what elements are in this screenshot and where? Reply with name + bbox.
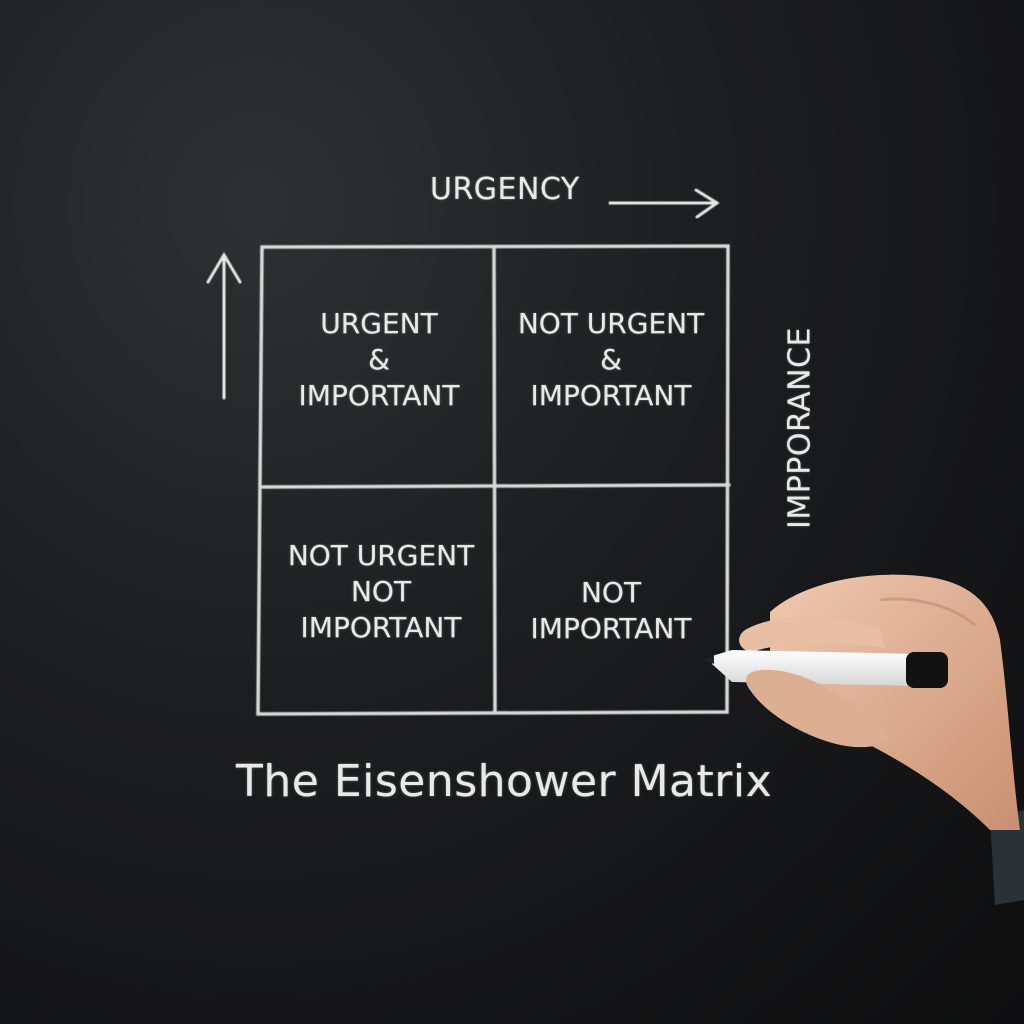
quadrant-line: NOT [350,575,412,608]
quadrant-line: URGENT [320,307,438,340]
quadrant-urgent-important: URGENT & IMPORTANT [264,306,494,414]
grid-horizontal-divider [261,483,731,489]
quadrant-line: IMPORTANT [298,379,460,412]
grid-vertical-divider [492,247,497,713]
diagram-title: The Eisenshower Matrix [236,756,773,807]
quadrant-line: IMPORTANT [530,379,692,412]
quadrant-not-important: NOT IMPORTANT [496,575,726,647]
quadrant-line: NOT URGENT [287,539,475,572]
importance-axis-label: IMPPORANCE [782,326,818,530]
urgency-axis-label: URGENCY [430,172,580,207]
matrix-grid [256,244,731,716]
quadrant-line: NOT URGENT [517,307,705,340]
hand-with-marker [704,574,1024,905]
importance-arrow-up-icon [206,252,242,400]
quadrant-line: & [368,343,390,376]
urgency-arrow-icon [608,188,720,219]
quadrant-line: IMPORTANT [300,611,462,644]
grid-border [256,244,730,716]
marker-icon [704,650,948,688]
quadrant-line: & [600,343,622,376]
quadrant-not-urgent-not-important: NOT URGENT NOT IMPORTANT [266,538,496,646]
quadrant-not-urgent-important: NOT URGENT & IMPORTANT [496,306,726,414]
quadrant-line: NOT [580,576,642,609]
quadrant-line: IMPORTANT [530,612,692,645]
